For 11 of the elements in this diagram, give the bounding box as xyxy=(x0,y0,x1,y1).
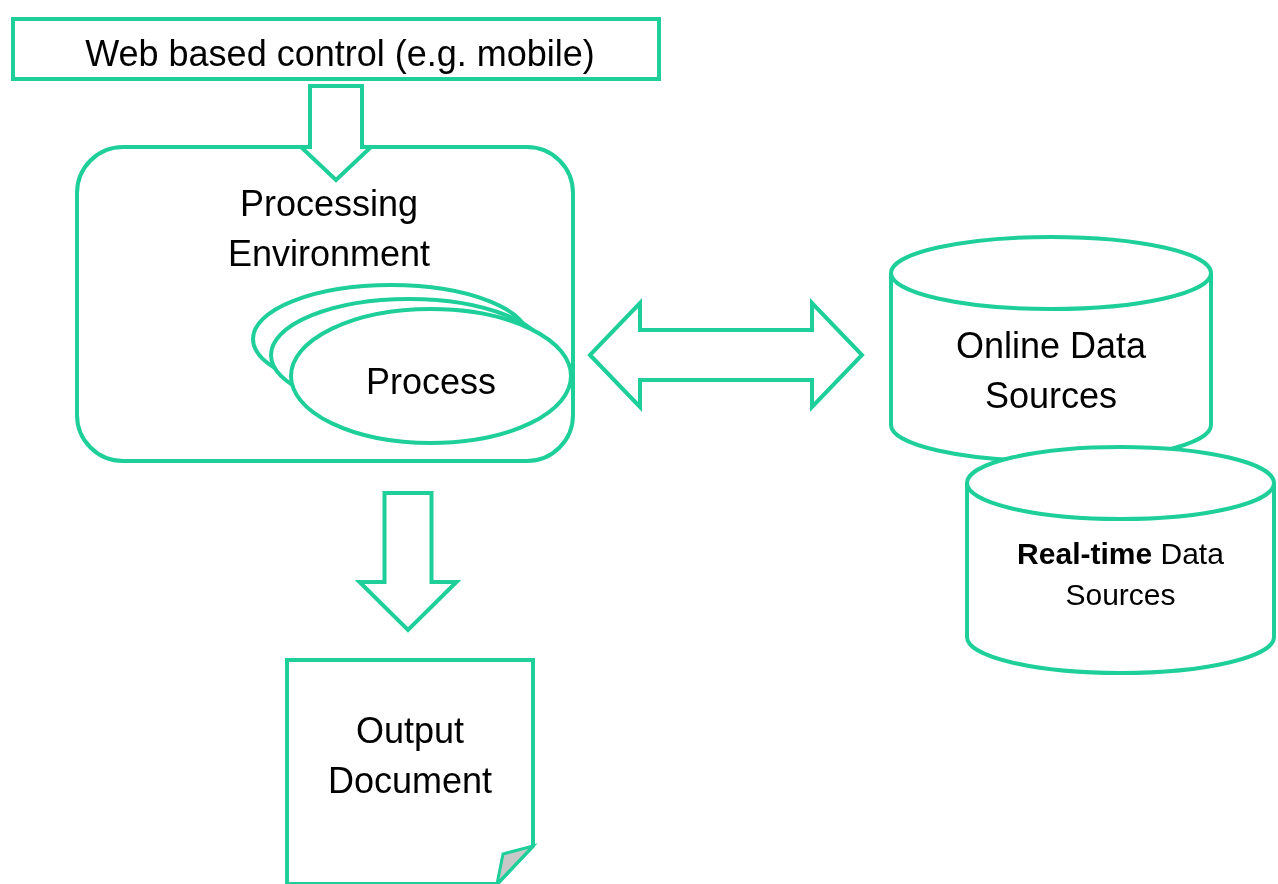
node-label: Processing Environment xyxy=(226,182,432,276)
node-label: Web based control (e.g. mobile) xyxy=(84,32,596,76)
database-cylinder xyxy=(889,235,1213,463)
control-box xyxy=(11,17,661,81)
node-label: Real-time Data Sources xyxy=(1016,536,1225,614)
block-arrow xyxy=(587,298,865,412)
database-cylinder xyxy=(965,445,1276,675)
node-label: Online Data Sources xyxy=(954,324,1148,418)
node-label: Output Document xyxy=(326,709,494,803)
document-page xyxy=(285,658,535,884)
block-arrow xyxy=(354,491,462,633)
